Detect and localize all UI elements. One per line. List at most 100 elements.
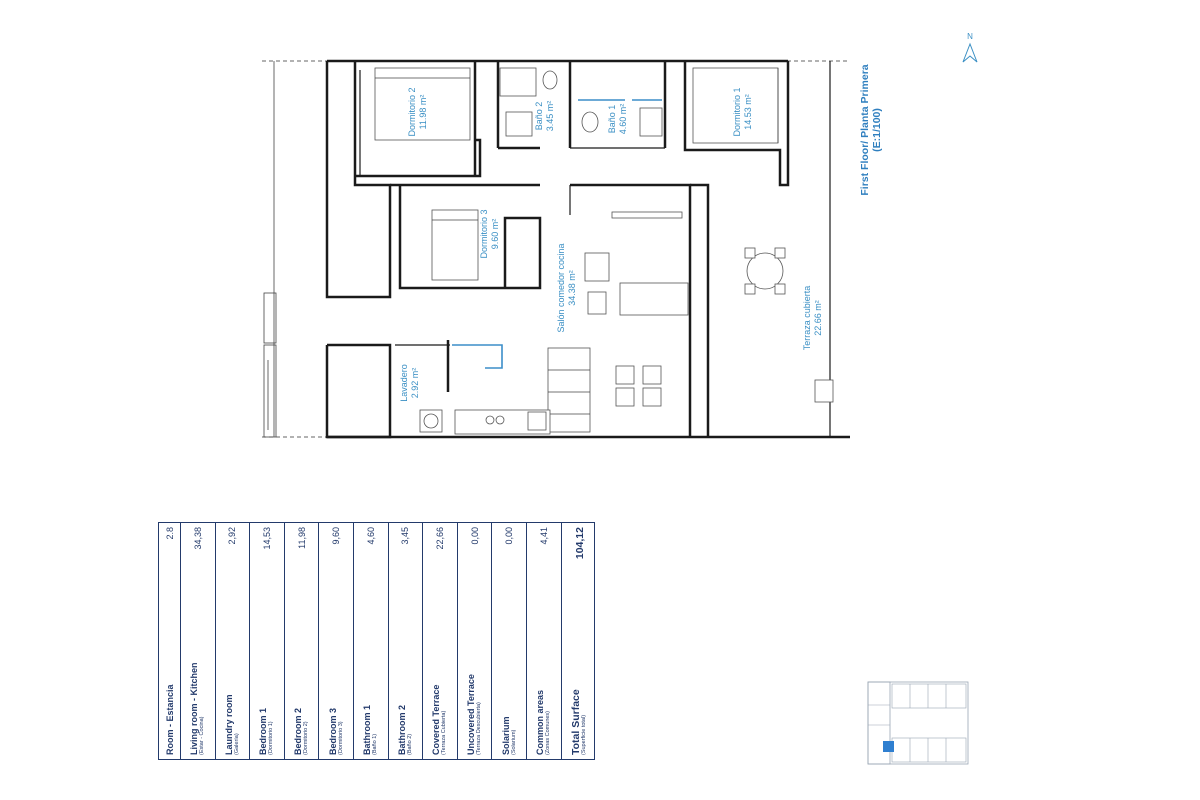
north-arrow-icon: N bbox=[962, 32, 978, 63]
room-sublabel: (Galería) bbox=[233, 733, 240, 755]
room-area-value: 9,60 bbox=[331, 527, 342, 545]
terrace-chair-2 bbox=[774, 247, 786, 259]
wall-terrace-west bbox=[690, 183, 710, 437]
table-row: Laundry room(Galería) 2,92 bbox=[214, 523, 250, 759]
bano2-sink bbox=[505, 111, 533, 137]
room-name: Uncovered Terrace bbox=[466, 674, 477, 755]
room-sublabel: (Terraza Cubierta) bbox=[441, 710, 448, 755]
table-row: Solarium(Solarium) 0,00 bbox=[491, 523, 526, 759]
terrace-chair-3 bbox=[744, 283, 756, 295]
kitchen-sink bbox=[527, 411, 547, 431]
table-row: Uncovered Terrace(Terraza Descubierta) 0,… bbox=[456, 523, 492, 759]
table-row: Bedroom 2(Dormitorio 2) 11,98 bbox=[283, 523, 319, 759]
room-label-dormitorio-3: Dormitorio 39.60 m² bbox=[479, 209, 500, 258]
table-row: Bedroom 3(Dormitorio 3) 9,60 bbox=[318, 523, 353, 759]
wall-dorm2-south bbox=[355, 138, 482, 178]
header-label: Room - Estancia bbox=[164, 684, 175, 755]
table-total-row: Total Surface (Superficie total) 104,12 bbox=[560, 523, 598, 759]
washer-drum bbox=[423, 413, 439, 429]
living-sofa bbox=[619, 282, 689, 316]
left-railing bbox=[263, 344, 277, 438]
room-name: Solarium bbox=[500, 716, 511, 755]
total-value: 104,12 bbox=[573, 527, 586, 560]
room-sublabel: (Dormitorio 1) bbox=[268, 721, 275, 755]
dining-chair-1 bbox=[615, 365, 635, 385]
bano1-sink bbox=[639, 107, 663, 137]
room-label-dormitorio-1: Dormitorio 114.53 m² bbox=[732, 87, 753, 136]
table-row: Common areas(Zonas Comunes)4,41 bbox=[525, 523, 561, 759]
highlighted-unit bbox=[883, 741, 894, 752]
dorm2-wardrobe bbox=[499, 67, 537, 97]
room-sublabel: (Zonas Comunes) bbox=[545, 710, 552, 755]
wall-west-upper bbox=[325, 61, 392, 299]
room-area-value: 4,60 bbox=[365, 527, 376, 545]
table-row: Living room - Kitchen(Estar - Cocina) 34,… bbox=[180, 523, 215, 759]
room-sublabel: (Solarium) bbox=[510, 729, 517, 755]
terrace-chair-1 bbox=[744, 247, 756, 259]
room-label-bano-1: Baño 14.60 m² bbox=[607, 104, 628, 135]
dining-chair-2 bbox=[642, 365, 662, 385]
room-label-bano-2: Baño 23.45 m² bbox=[534, 101, 555, 132]
bano1-toilet bbox=[581, 111, 599, 133]
north-label: N bbox=[967, 32, 973, 41]
room-label-lavadero: Lavadero2.92 m² bbox=[399, 364, 420, 402]
terrace-table bbox=[746, 252, 784, 290]
room-name: Common areas bbox=[535, 689, 546, 755]
table-row: Bathroom 2(Baño 2) 3,45 bbox=[387, 523, 423, 759]
total-label: Total Surface bbox=[570, 689, 583, 755]
room-name: Bedroom 3 bbox=[327, 707, 338, 755]
room-area-value: 14,53 bbox=[261, 527, 272, 550]
table-header: Room - Estancia 2.8 bbox=[159, 523, 180, 759]
terrace-pillar bbox=[814, 379, 834, 403]
room-area-value: 0,00 bbox=[469, 527, 480, 545]
dining-chair-3 bbox=[615, 387, 635, 407]
dorm3-wardrobe bbox=[495, 216, 542, 290]
table-row: Covered Terrace(Terraza Cubierta) 22,66 bbox=[422, 523, 457, 759]
wall-dorm3 bbox=[398, 185, 495, 290]
room-name: Bedroom 1 bbox=[258, 707, 269, 755]
hob-ring-1 bbox=[485, 415, 495, 425]
room-area-value: 3,45 bbox=[400, 527, 411, 545]
room-name: Bathroom 2 bbox=[396, 704, 407, 755]
key-plan bbox=[867, 681, 969, 765]
room-area-value: 2,92 bbox=[227, 527, 238, 545]
area-table: Room - Estancia 2.8 Living room - Kitche… bbox=[158, 522, 598, 760]
room-sublabel: (Dormitorio 2) bbox=[303, 721, 310, 755]
room-sublabel: (Baño 2) bbox=[406, 733, 413, 755]
room-label-salon: Salón comedor cocina34.38 m² bbox=[556, 243, 577, 332]
left-balcony bbox=[263, 292, 277, 344]
terrace-chair-4 bbox=[774, 283, 786, 295]
dorm3-bed bbox=[431, 209, 479, 281]
room-sublabel: (Baño 1) bbox=[372, 733, 379, 755]
dining-chair-4 bbox=[642, 387, 662, 407]
wall-west-lower bbox=[325, 343, 392, 439]
total-sublabel: (Superficie total) bbox=[581, 714, 588, 755]
table-rows: Living room - Kitchen(Estar - Cocina) 34,… bbox=[180, 523, 561, 759]
room-area-value: 0,00 bbox=[504, 527, 515, 545]
room-sublabel: (Terraza Descubierta) bbox=[476, 702, 483, 755]
dorm1-bed bbox=[692, 67, 779, 144]
bano2-toilet bbox=[542, 70, 558, 90]
room-label-terraza: Terraza cubierta22.66 m² bbox=[802, 286, 823, 351]
room-sublabel: (Dormitorio 3) bbox=[337, 721, 344, 755]
room-area-value: 22,66 bbox=[434, 527, 445, 550]
room-name: Bedroom 2 bbox=[293, 707, 304, 755]
kitchen-island bbox=[547, 347, 591, 433]
room-label-dormitorio-2: Dormitorio 211.98 m² bbox=[407, 87, 428, 136]
plan-title: First Floor/ Planta Primera(E:1/100) bbox=[859, 64, 883, 195]
room-name: Bathroom 1 bbox=[362, 704, 373, 755]
room-name: Covered Terrace bbox=[431, 684, 442, 755]
table-row: Bedroom 1(Dormitorio 1) 14,53 bbox=[249, 523, 284, 759]
room-name: Living room - Kitchen bbox=[189, 662, 200, 755]
lavadero-door bbox=[452, 344, 503, 369]
header-value: 2.8 bbox=[164, 527, 175, 540]
wall-dorm1 bbox=[683, 61, 790, 187]
kitchen-tv-unit bbox=[611, 211, 683, 219]
hob-ring-2 bbox=[495, 415, 505, 425]
room-area-value: 11,98 bbox=[296, 527, 307, 549]
room-area-value: 34,38 bbox=[192, 527, 203, 550]
room-sublabel: (Estar - Cocina) bbox=[199, 716, 206, 755]
room-name: Laundry room bbox=[223, 694, 234, 755]
dorm2-bed bbox=[374, 67, 471, 141]
